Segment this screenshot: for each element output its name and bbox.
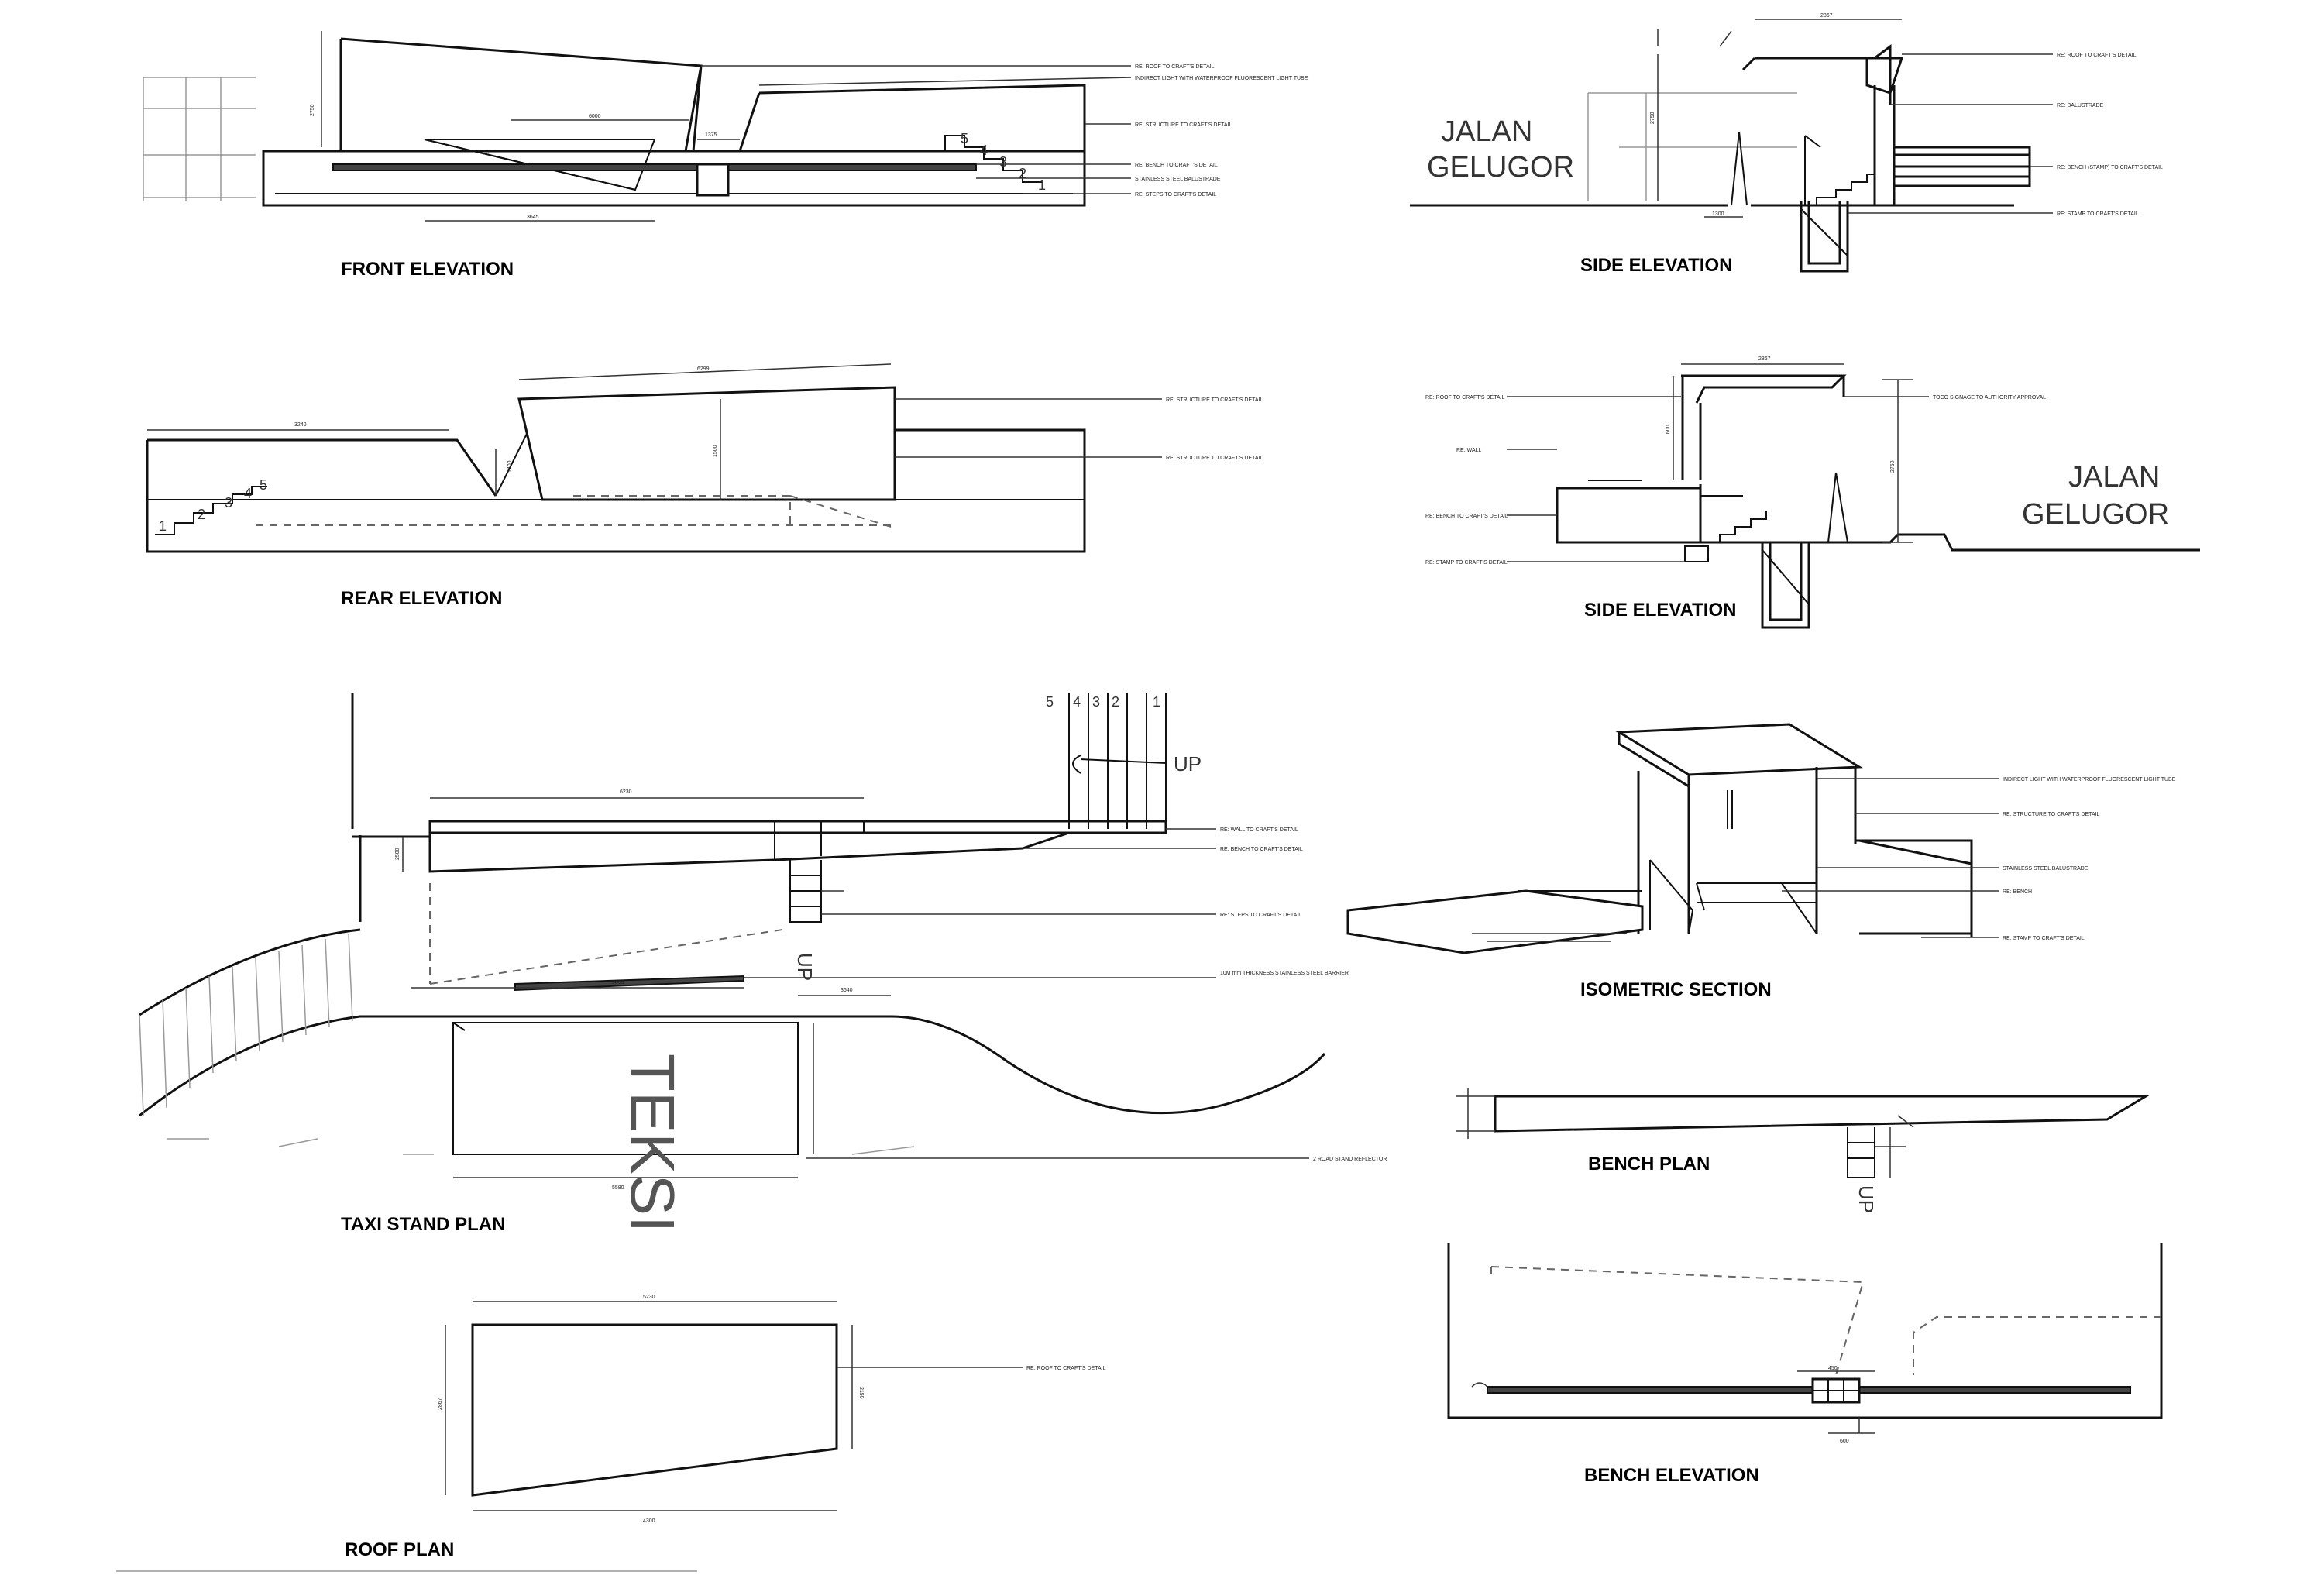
step-number: 2	[1019, 166, 1026, 181]
rear-elevation: 3240 6299 1500 1400 RE: STRUCTURE TO CRA…	[146, 363, 1263, 609]
side-elevation-2: JALAN GELUGOR 2867 2750 600 TOCO SIGNAGE…	[1425, 356, 2200, 629]
dim: 1400	[507, 460, 513, 473]
front-elevation: 2750 6000 3645 1375 RE: ROOF TO CRAFT'S …	[143, 31, 1308, 280]
note: RE: STAMP TO CRAFT'S DETAIL	[2057, 211, 2139, 217]
title-side-elevation: SIDE ELEVATION	[1584, 600, 1736, 621]
step-number: 1	[159, 518, 167, 534]
dim: 3095	[612, 980, 624, 985]
note: RE: STEPS TO CRAFT'S DETAIL	[1220, 913, 1301, 918]
note: RE: BENCH	[2003, 889, 2032, 895]
title-roof-plan: ROOF PLAN	[345, 1539, 454, 1560]
dim: 1500	[713, 445, 718, 457]
title-rear-elevation: REAR ELEVATION	[341, 588, 502, 609]
dim: 2867	[438, 1398, 443, 1410]
note: RE: BENCH TO CRAFT'S DETAIL	[1135, 163, 1218, 168]
title-front-elevation: FRONT ELEVATION	[341, 259, 514, 280]
note: RE: ROOF TO CRAFT'S DETAIL	[1026, 1366, 1106, 1371]
dim: 2750	[1650, 112, 1655, 124]
step-number: 4	[1073, 694, 1081, 710]
step-number: 3	[225, 495, 232, 511]
dim: 2867	[1758, 356, 1771, 362]
title-bench-elevation: BENCH ELEVATION	[1584, 1465, 1759, 1486]
title-bench-plan: BENCH PLAN	[1588, 1154, 1710, 1174]
note: STAINLESS STEEL BALUSTRADE	[1135, 177, 1221, 182]
dim: 2500	[395, 848, 401, 860]
note: RE: ROOF TO CRAFT'S DETAIL	[1135, 64, 1215, 70]
step-number: 3	[1092, 694, 1100, 710]
roof-plan: 5230 2867 4300 2150 RE: ROOF TO CRAFT'S …	[345, 1295, 1106, 1560]
note: RE: STRUCTURE TO CRAFT'S DETAIL	[1166, 397, 1263, 403]
note: RE: STRUCTURE TO CRAFT'S DETAIL	[2003, 812, 2100, 817]
street-name-gelugor: GELUGOR	[2022, 498, 2169, 531]
taxi-stand-plan: 5 4 3 2 1 UP UP TEKSI 6230 2500 3095 364…	[139, 693, 1387, 1235]
step-number: 2	[1112, 694, 1119, 710]
teksi-marking: TEKSI	[618, 1054, 687, 1233]
step-number: 1	[1038, 177, 1046, 193]
street-name-jalan: JALAN	[1441, 115, 1532, 148]
step-number: 5	[260, 477, 267, 493]
note: 10M mm THICKNESS STAINLESS STEEL BARRIER	[1220, 971, 1349, 976]
dim: 1300	[1712, 211, 1724, 217]
note: RE: WALL TO CRAFT'S DETAIL	[1220, 827, 1298, 833]
note: RE: ROOF TO CRAFT'S DETAIL	[1425, 395, 1505, 401]
note: RE: STEPS TO CRAFT'S DETAIL	[1135, 192, 1216, 198]
step-number: 1	[1153, 694, 1160, 710]
dim: 3640	[841, 988, 853, 993]
note: 2 ROAD STAND REFLECTOR	[1313, 1157, 1387, 1162]
step-number: 5	[961, 131, 968, 146]
note: RE: BENCH TO CRAFT'S DETAIL	[1425, 514, 1508, 519]
up-label: UP	[1174, 752, 1202, 775]
dim: 600	[1666, 425, 1671, 434]
side-elevation-1: JALAN GELUGOR 2867 2750 1300 RE: ROOF TO…	[1410, 13, 2163, 276]
step-number: 4	[980, 143, 988, 158]
dim: 5230	[643, 1295, 655, 1300]
dim: 2750	[1890, 460, 1896, 473]
step-number: 3	[999, 154, 1007, 170]
step-number: 5	[1046, 694, 1054, 710]
dim: 2150	[858, 1387, 864, 1399]
note: RE: STRUCTURE TO CRAFT'S DETAIL	[1135, 122, 1232, 128]
note: RE: BENCH TO CRAFT'S DETAIL	[1220, 847, 1303, 852]
up-label: UP	[1855, 1185, 1878, 1213]
isometric-section: INDIRECT LIGHT WITH WATERPROOF FLUORESCE…	[1346, 723, 2176, 1000]
dim: 6230	[620, 789, 632, 795]
note: RE: WALL	[1456, 448, 1482, 453]
note: INDIRECT LIGHT WITH WATERPROOF FLUORESCE…	[1135, 76, 1308, 81]
up-label-2: UP	[793, 953, 816, 981]
step-number: 4	[244, 486, 252, 501]
title-taxi-stand-plan: TAXI STAND PLAN	[341, 1214, 505, 1235]
dim: 450	[1828, 1366, 1838, 1371]
dim: 3240	[294, 422, 307, 428]
note: RE: STAMP TO CRAFT'S DETAIL	[1425, 560, 1508, 566]
street-name-jalan: JALAN	[2068, 461, 2160, 493]
dim-bench: 6000	[589, 114, 601, 119]
note: TOCO SIGNAGE TO AUTHORITY APPROVAL	[1933, 395, 2046, 401]
note: RE: ROOF TO CRAFT'S DETAIL	[2057, 53, 2137, 58]
dim: 4300	[643, 1518, 655, 1524]
note: RE: BALUSTRADE	[2057, 103, 2104, 108]
title-side-elevation: SIDE ELEVATION	[1580, 255, 1732, 276]
step-number: 2	[198, 507, 205, 522]
bench-elevation: 450 600 BENCH ELEVATION	[1447, 1243, 2163, 1486]
title-isometric-section: ISOMETRIC SECTION	[1580, 979, 1772, 1000]
note: STAINLESS STEEL BALUSTRADE	[2003, 866, 2089, 872]
bench-plan: UP BENCH PLAN	[1456, 1088, 2150, 1213]
dim-column: 1375	[705, 132, 717, 138]
note: RE: BENCH (STAMP) TO CRAFT'S DETAIL	[2057, 165, 2163, 170]
dim-height: 2750	[310, 104, 315, 116]
dim: 600	[1840, 1439, 1849, 1444]
dim-base: 3645	[527, 215, 539, 220]
note: INDIRECT LIGHT WITH WATERPROOF FLUORESCE…	[2003, 777, 2176, 782]
dim: 6299	[697, 366, 710, 372]
dim: 5580	[612, 1185, 624, 1191]
note: RE: STAMP TO CRAFT'S DETAIL	[2003, 936, 2085, 941]
street-name-gelugor: GELUGOR	[1427, 151, 1574, 184]
dim: 2867	[1820, 13, 1833, 19]
note: RE: STRUCTURE TO CRAFT'S DETAIL	[1166, 456, 1263, 461]
